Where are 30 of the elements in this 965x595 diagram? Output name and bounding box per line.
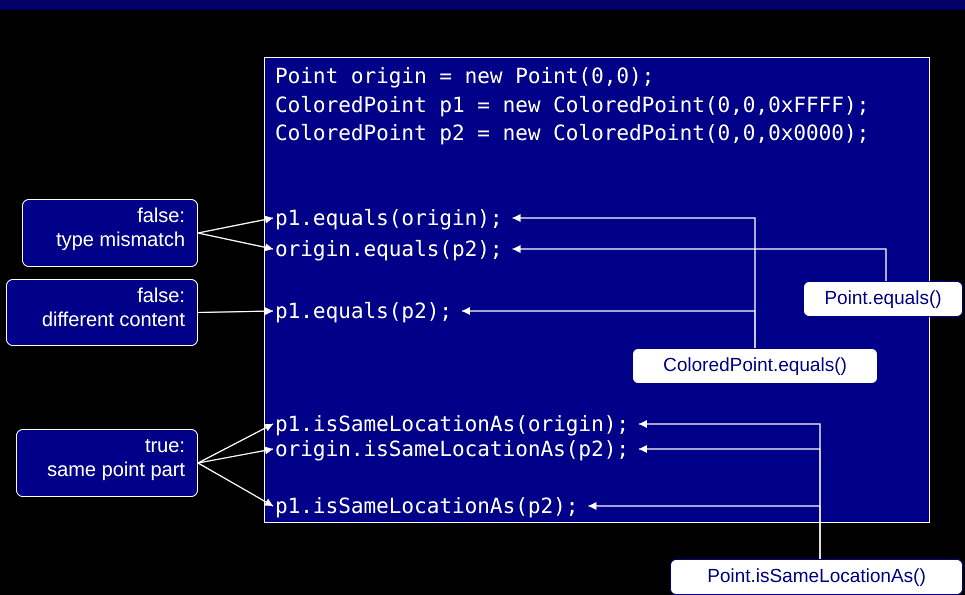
code-line: p1.isSameLocationAs(origin); xyxy=(275,410,630,438)
code-line: p1.equals(origin); xyxy=(275,204,503,232)
callout-text: same point part xyxy=(46,458,185,482)
arrow xyxy=(512,245,887,281)
code-line: ColoredPoint p2 = new ColoredPoint(0,0,0x0000); xyxy=(275,120,870,147)
arrow xyxy=(462,307,756,348)
callout-text: type mismatch xyxy=(55,228,185,252)
method-label: ColoredPoint.equals() xyxy=(632,348,878,384)
callout-heading: false: xyxy=(136,204,185,228)
code-line: p1.isSameLocationAs(p2); xyxy=(275,492,578,520)
code-line: origin.isSameLocationAs(p2); xyxy=(275,435,630,463)
method-label: Point.isSameLocationAs() xyxy=(670,559,963,595)
arrow xyxy=(198,307,274,316)
callout-heading: false: xyxy=(136,284,185,308)
result-callout xyxy=(6,279,198,346)
code-line: p1.equals(p2); xyxy=(275,297,452,325)
callout-text: different content xyxy=(40,308,185,332)
result-callout xyxy=(16,429,198,497)
arrow xyxy=(588,502,821,559)
result-callout xyxy=(22,199,198,267)
arrow xyxy=(198,462,274,507)
method-label: Point.equals() xyxy=(803,281,963,317)
arrow xyxy=(198,446,274,464)
arrow xyxy=(198,216,274,234)
code-line: ColoredPoint p1 = new ColoredPoint(0,0,0xFFFF); xyxy=(275,92,870,118)
code-line: Point origin = new Point(0,0); xyxy=(275,63,654,90)
arrow xyxy=(198,423,274,464)
code-line: origin.equals(p2); xyxy=(275,235,503,263)
arrow xyxy=(198,232,274,252)
callout-heading: true: xyxy=(144,434,185,458)
